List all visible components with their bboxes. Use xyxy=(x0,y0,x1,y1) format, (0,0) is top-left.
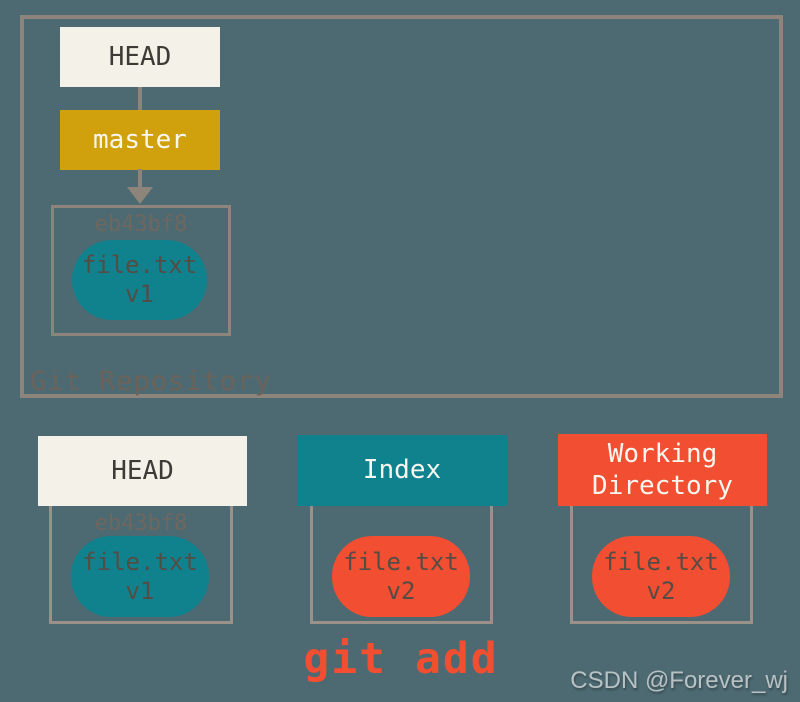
watermark: CSDN @Forever_wj xyxy=(570,667,788,694)
file-version-label: v1 xyxy=(125,576,155,605)
file-name-label: file.txt xyxy=(82,547,198,576)
index-area: Index file.txt v2 xyxy=(297,434,507,626)
commit-box: eb43bf8 file.txt v1 xyxy=(51,205,231,336)
file-version-label: v1 xyxy=(125,280,154,308)
file-blob-v2: file.txt v2 xyxy=(332,536,470,617)
head-ref-label: HEAD xyxy=(108,42,172,72)
connector-head-to-master xyxy=(138,87,142,111)
git-repository-box: HEAD master eb43bf8 file.txt v1 Git Repo… xyxy=(20,15,783,398)
git-repository-label: Git Repository xyxy=(30,366,272,397)
commit-hash-label: eb43bf8 xyxy=(94,212,188,237)
working-directory-area: Working Directory file.txt v2 xyxy=(558,434,767,626)
file-version-label: v2 xyxy=(386,576,416,605)
connector-master-to-commit xyxy=(138,169,142,188)
index-area-title: Index xyxy=(362,455,442,486)
commit-hash-label: eb43bf8 xyxy=(94,511,188,536)
git-add-command-label: git add xyxy=(303,634,499,684)
working-directory-header: Working Directory xyxy=(558,434,767,506)
head-area-box: eb43bf8 file.txt v1 xyxy=(49,502,233,624)
file-name-label: file.txt xyxy=(603,547,719,576)
master-branch-box: master xyxy=(60,110,220,170)
working-directory-title: Working Directory xyxy=(592,438,733,502)
index-area-box: file.txt v2 xyxy=(310,502,493,624)
working-directory-box: file.txt v2 xyxy=(570,502,753,624)
file-blob-v1: file.txt v1 xyxy=(71,536,209,617)
head-area-header: HEAD xyxy=(38,436,247,506)
file-name-label: file.txt xyxy=(81,251,198,280)
head-ref-box: HEAD xyxy=(60,27,220,87)
head-area: HEAD eb43bf8 file.txt v1 xyxy=(38,434,247,626)
file-blob-v2: file.txt v2 xyxy=(592,536,730,617)
file-version-label: v2 xyxy=(646,576,676,605)
head-area-title: HEAD xyxy=(111,455,174,486)
file-blob-v1: file.txt v1 xyxy=(72,240,207,320)
file-name-label: file.txt xyxy=(343,547,459,576)
arrow-down-icon xyxy=(127,187,153,204)
index-area-header: Index xyxy=(297,435,507,506)
master-branch-label: master xyxy=(93,125,187,155)
